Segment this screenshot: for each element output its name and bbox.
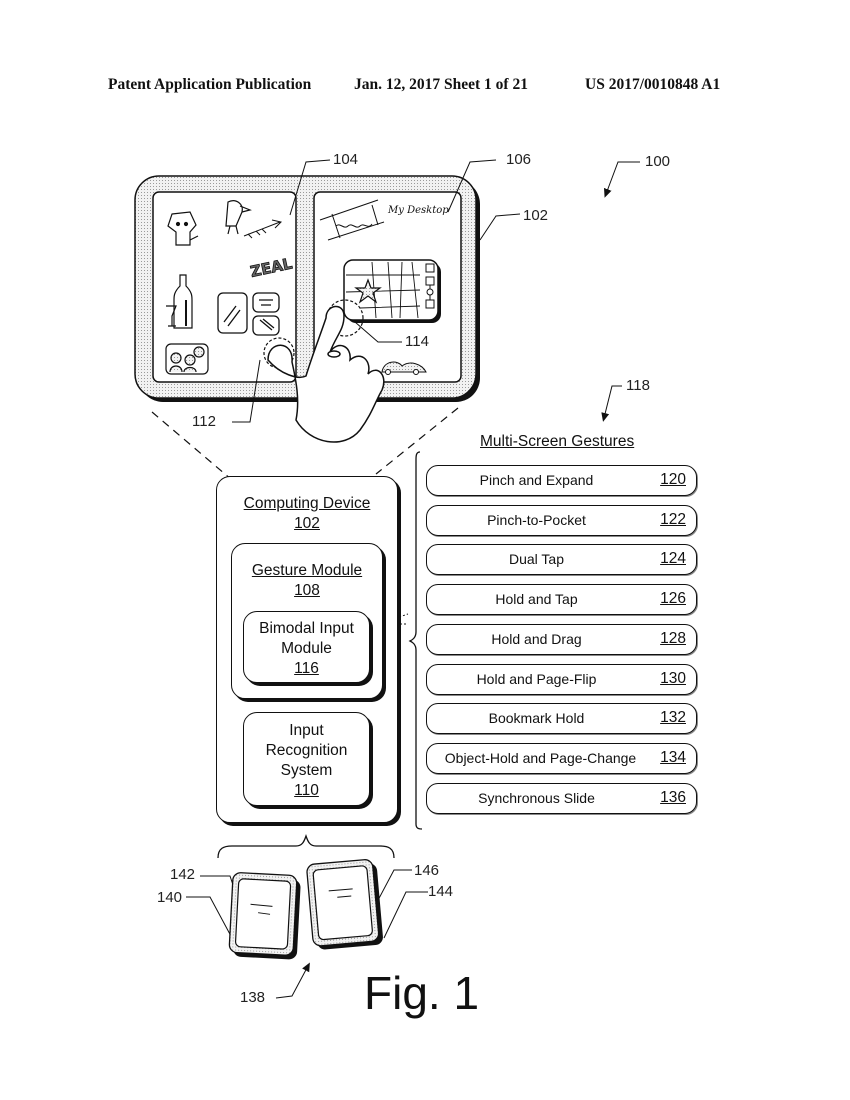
gesture-ref: 122 (660, 511, 686, 528)
gesture-label: Hold and Drag (491, 631, 582, 647)
gesture-label: Pinch-to-Pocket (487, 512, 586, 528)
projection-line-left (151, 411, 233, 481)
ref-104: 104 (333, 151, 359, 168)
touch-point-112 (263, 337, 295, 369)
gesture-item: Hold and Tap 126 (426, 584, 697, 615)
desktop-label: My Desktop (387, 205, 449, 216)
gesture-label: Bookmark Hold (488, 710, 585, 726)
app-tiles-icon (217, 292, 280, 336)
gesture-label: Hold and Page-Flip (476, 671, 597, 687)
projection-line-right (375, 407, 459, 475)
people-group-icon (165, 343, 209, 375)
gesture-label: Pinch and Expand (479, 472, 594, 488)
ref-142: 142 (170, 866, 196, 883)
bimodal-input-module-box: Bimodal Input Module 116 (243, 611, 370, 683)
gesture-ref: 132 (660, 709, 686, 726)
ref-146: 146 (414, 862, 440, 879)
ref-144: 144 (428, 883, 454, 900)
gesture-module-title: Gesture Module (251, 562, 363, 579)
gesture-item: Bookmark Hold 132 (426, 703, 697, 734)
ref-106: 106 (506, 151, 532, 168)
publication-type: Patent Application Publication (108, 76, 312, 93)
gesture-item: Pinch-to-Pocket 122 (426, 505, 697, 536)
zeal-sticker-icon: ZEAL (248, 254, 295, 281)
gesture-item: Pinch and Expand 120 (426, 465, 697, 496)
gesture-label: Hold and Tap (495, 591, 578, 607)
multi-screen-device: ZEAL My Desktop (134, 175, 480, 443)
bimodal-ref: 116 (294, 660, 319, 677)
gesture-ref: 136 (660, 789, 686, 806)
input-recognition-system-box: Input Recognition System 110 (243, 712, 370, 806)
gesture-ref: 120 (660, 471, 686, 488)
gesture-item: Synchronous Slide 136 (426, 783, 697, 814)
desktop-sketch-icon (319, 199, 385, 241)
irs-ref: 110 (294, 782, 319, 799)
gesture-list-brace (408, 451, 423, 830)
gesture-item: Dual Tap 124 (426, 544, 697, 575)
bird-icon (225, 200, 252, 235)
ref-102: 102 (523, 207, 549, 224)
input-device-140 (228, 872, 301, 960)
cars-sketch-icon (381, 361, 427, 375)
input-device-144 (306, 859, 383, 950)
dog-icon (167, 211, 199, 246)
bimodal-line1: Bimodal Input (259, 620, 354, 637)
ref-112: 112 (192, 413, 216, 430)
ref-114: 114 (405, 333, 429, 350)
gesture-ref: 128 (660, 630, 686, 647)
map-widget (343, 259, 441, 323)
bottle-icon (166, 274, 193, 329)
input-devices-brace (217, 833, 395, 859)
ref-138: 138 (240, 989, 266, 1006)
gesture-label: Dual Tap (508, 551, 564, 567)
gesture-module-ref: 108 (294, 582, 320, 599)
arrow-sketch-icon (243, 219, 282, 239)
publication-number: US 2017/0010848 A1 (585, 76, 721, 93)
publication-date-sheet: Jan. 12, 2017 Sheet 1 of 21 (354, 76, 528, 93)
bimodal-line2: Module (281, 640, 332, 657)
figure-label: Fig. 1 (364, 967, 480, 1019)
gesture-label: Object-Hold and Page-Change (444, 750, 637, 766)
gestures-title: Multi-Screen Gestures (480, 433, 635, 450)
irs-line2: Recognition (265, 742, 348, 759)
gesture-ref: 134 (660, 749, 686, 766)
gesture-ref: 130 (660, 670, 686, 687)
irs-line1: Input (289, 722, 324, 739)
computing-device-title: Computing Device (243, 495, 371, 512)
gesture-item: Hold and Page-Flip 130 (426, 664, 697, 695)
ref-140: 140 (157, 889, 183, 906)
irs-line3: System (280, 762, 333, 779)
reference-leaders (186, 159, 640, 999)
map-star-icon (354, 278, 382, 304)
hand-icon (267, 305, 385, 443)
ref-118: 118 (626, 377, 650, 394)
gesture-ref: 124 (660, 550, 686, 567)
computing-device-ref: 102 (294, 515, 320, 532)
gesture-ref: 126 (660, 590, 686, 607)
gesture-item: Object-Hold and Page-Change 134 (426, 743, 697, 774)
map-zoom-controls (425, 263, 435, 309)
gesture-item: Hold and Drag 128 (426, 624, 697, 655)
ref-100: 100 (645, 153, 671, 170)
gesture-label: Synchronous Slide (478, 790, 595, 806)
svg-text:ZEAL: ZEAL (249, 254, 295, 280)
